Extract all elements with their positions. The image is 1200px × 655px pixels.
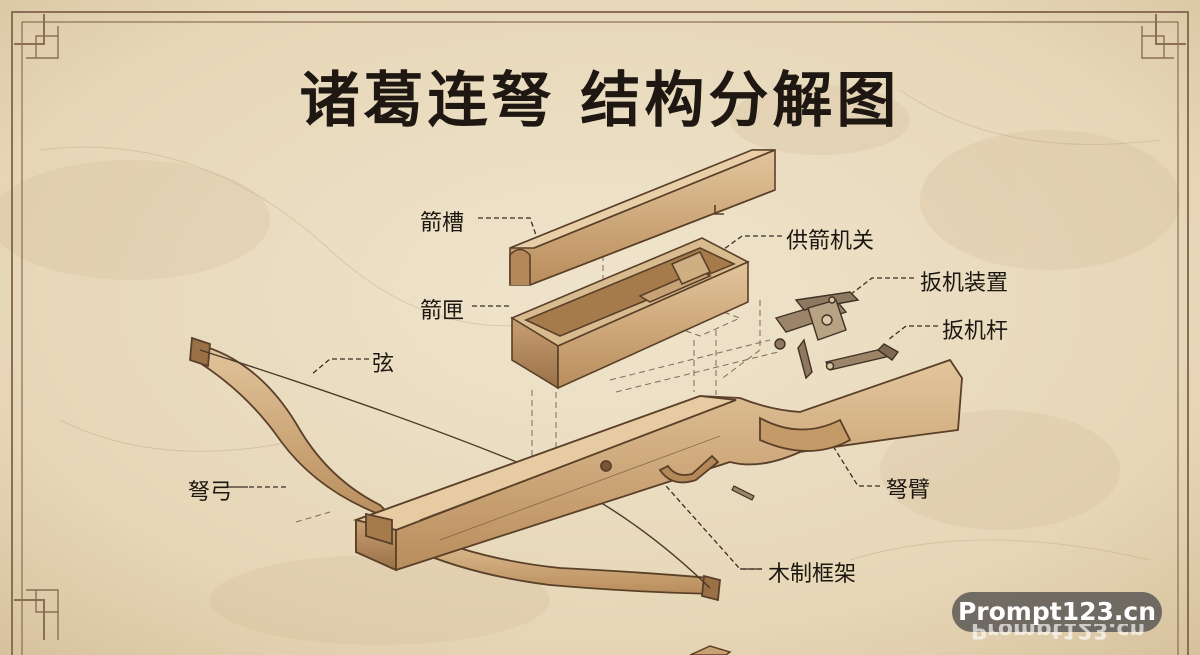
ornamental-border bbox=[11, 11, 1189, 655]
label-bow: 弩弓 bbox=[188, 480, 233, 505]
label-arrow-groove: 箭槽 bbox=[420, 211, 465, 236]
label-wooden-frame: 木制框架 bbox=[768, 562, 857, 587]
bow-part bbox=[189, 336, 721, 602]
paper-stains bbox=[0, 85, 1180, 645]
label-stock: 弩臂 bbox=[886, 478, 931, 503]
trigger-lever-part bbox=[824, 343, 900, 371]
pin-part bbox=[731, 485, 755, 501]
diagram-title: 诸葛连弩 结构分解图 bbox=[299, 66, 901, 136]
label-feed-mechanism: 供箭机关 bbox=[786, 229, 875, 254]
trigger-device-part bbox=[774, 291, 860, 380]
watermark-badge: Prompt123.cn bbox=[952, 592, 1162, 632]
arrow-groove-part bbox=[509, 149, 776, 286]
watermark-reflection: Prompt123.cn bbox=[970, 624, 1146, 642]
partial-sketch bbox=[689, 645, 732, 655]
label-trigger-lever: 扳机杆 bbox=[942, 319, 1009, 344]
stock-part bbox=[352, 358, 963, 572]
label-string: 弦 bbox=[372, 352, 395, 377]
arrow-box-part bbox=[510, 237, 750, 390]
leader-lines bbox=[248, 217, 938, 570]
label-trigger-device: 扳机装置 bbox=[920, 271, 1009, 296]
leader-lines-solid bbox=[228, 486, 762, 570]
label-arrow-box: 箭匣 bbox=[420, 299, 465, 324]
